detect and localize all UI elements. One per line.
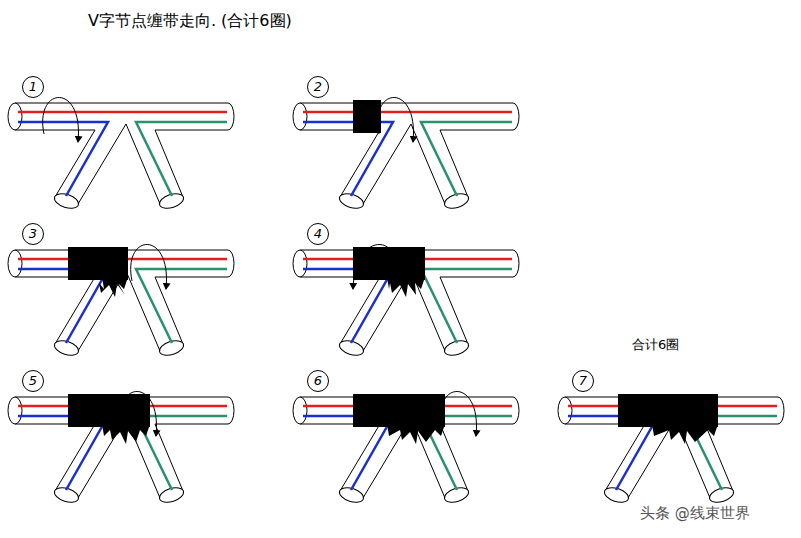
tape-wrap	[387, 277, 425, 297]
harness-figure	[293, 97, 519, 211]
wrap-direction-arrow	[378, 97, 414, 142]
harness-figure	[8, 391, 234, 505]
green-wire	[421, 122, 512, 196]
wrap-direction-arrow	[121, 391, 157, 436]
wrap-direction-arrow	[43, 97, 79, 142]
bundle-end	[8, 103, 22, 130]
tape-wrap	[387, 424, 445, 444]
tape-wrap	[353, 394, 445, 427]
green-wire	[421, 269, 512, 343]
bundle-end	[293, 250, 307, 277]
harness-figure	[8, 97, 234, 211]
tape-wrap	[353, 100, 381, 133]
wrap-direction-arrow	[441, 391, 477, 436]
tape-wrap	[353, 247, 425, 280]
green-wire	[136, 269, 227, 343]
callout-number: 6	[307, 370, 329, 392]
callout-number: 2	[307, 76, 329, 98]
watermark: 头条 @线束世界	[640, 504, 750, 523]
blue-wire	[18, 122, 108, 196]
red-wire	[18, 111, 227, 114]
tape-wrap	[652, 424, 718, 444]
red-wire	[303, 111, 512, 114]
callout-number: 4	[307, 223, 329, 245]
diagram-title: V字节点缠带走向. (合计6圈)	[88, 11, 292, 32]
green-wire	[136, 122, 227, 196]
blue-wire	[568, 416, 658, 490]
blue-wire	[18, 416, 108, 490]
blue-wire	[18, 269, 108, 343]
wrap-direction-arrow	[353, 244, 396, 289]
blue-wire	[303, 122, 393, 196]
green-wire	[136, 416, 227, 490]
harness-figure	[558, 394, 784, 505]
blue-wire	[303, 269, 393, 343]
callout-number: 7	[572, 370, 594, 392]
bundle-end	[293, 397, 307, 424]
wire-bundle	[15, 103, 234, 204]
tape-wrap	[68, 394, 150, 427]
harness-figure	[8, 244, 234, 358]
wrap-direction-arrow	[131, 244, 167, 289]
wire-bundle	[300, 103, 519, 204]
callout-number: 1	[22, 76, 44, 98]
tape-wrap	[618, 394, 718, 427]
harness-figure	[293, 391, 519, 505]
tape-wrap	[102, 424, 150, 444]
blue-wire	[303, 416, 393, 490]
bundle-end	[8, 250, 22, 277]
callout-number: 3	[22, 223, 44, 245]
callout-number: 5	[22, 370, 44, 392]
tape-wrap	[68, 247, 128, 280]
harness-figure	[293, 244, 519, 358]
note-text: 合计6圈	[632, 336, 679, 354]
bundle-end	[293, 103, 307, 130]
bundle-end	[558, 397, 572, 424]
tape-wrap	[99, 277, 128, 297]
bundle-end	[8, 397, 22, 424]
